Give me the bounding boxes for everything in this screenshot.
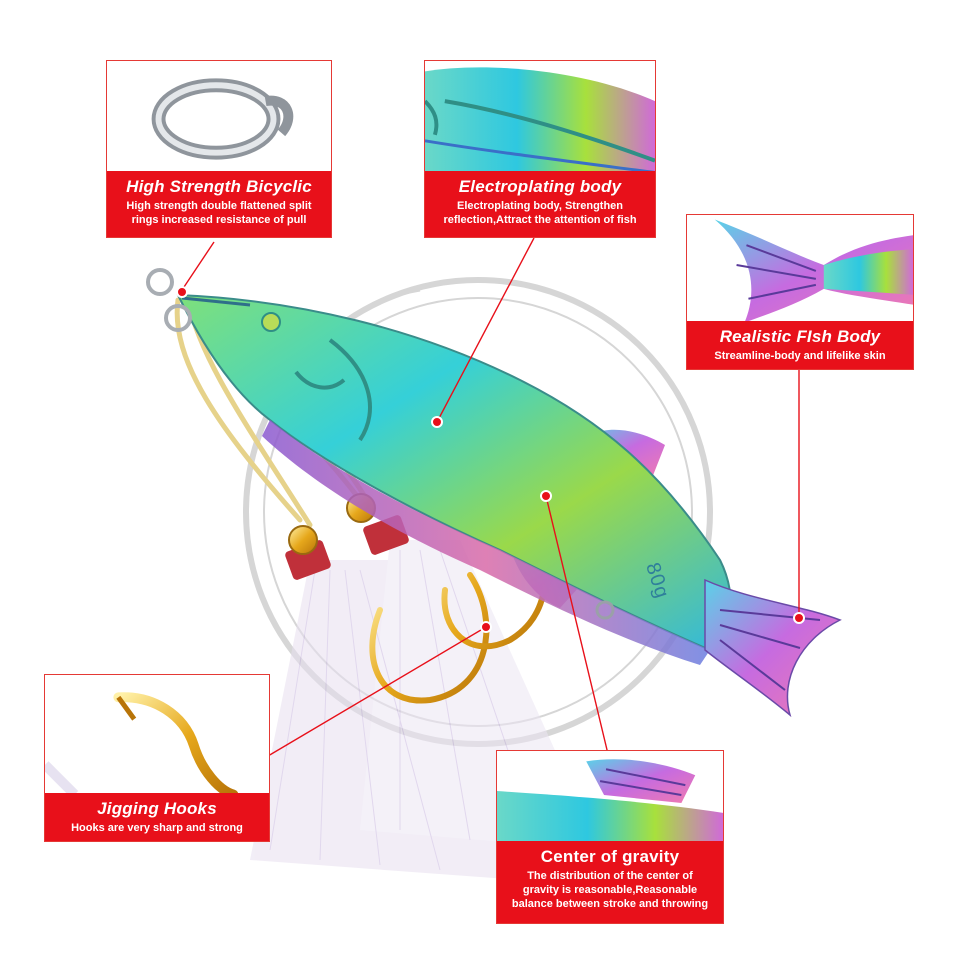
callout-description: Streamline-body and lifelike skin bbox=[714, 350, 886, 362]
callout-leader-lines bbox=[181, 237, 800, 757]
fish-tail-closeup bbox=[714, 219, 913, 323]
fish-lure bbox=[176, 293, 842, 718]
callout-realistic-body: Realistic FIsh Body Streamline-body and … bbox=[686, 214, 914, 370]
callout-electroplating-body: Electroplating body Electroplating body,… bbox=[424, 60, 656, 238]
callout-title: Realistic FIsh Body bbox=[719, 327, 881, 346]
callout-description: Hooks are very sharp and strong bbox=[71, 822, 243, 834]
callout-title: Jigging Hooks bbox=[97, 799, 217, 818]
fin-closeup bbox=[497, 759, 723, 843]
callout-description: Electroplating body, Strengthen reflecti… bbox=[443, 200, 637, 226]
callout-description: High strength double flattened split rin… bbox=[126, 200, 312, 226]
callout-title: Electroplating body bbox=[458, 177, 622, 196]
callout-split-ring: High Strength Bicyclic High strength dou… bbox=[106, 60, 332, 238]
fish-body-closeup bbox=[425, 67, 655, 173]
callout-jigging-hooks: Jigging Hooks Hooks are very sharp and s… bbox=[44, 674, 270, 842]
callout-anchor-dots bbox=[176, 286, 805, 633]
split-ring-icon bbox=[151, 78, 294, 160]
callout-center-of-gravity: Center of gravity The distribution of th… bbox=[496, 750, 724, 924]
hook-closeup bbox=[45, 692, 239, 795]
callout-title: High Strength Bicyclic bbox=[126, 177, 312, 196]
callout-title: Center of gravity bbox=[540, 847, 680, 866]
callout-description: The distribution of the center of gravit… bbox=[511, 870, 709, 910]
nose-split-ring bbox=[146, 268, 192, 332]
